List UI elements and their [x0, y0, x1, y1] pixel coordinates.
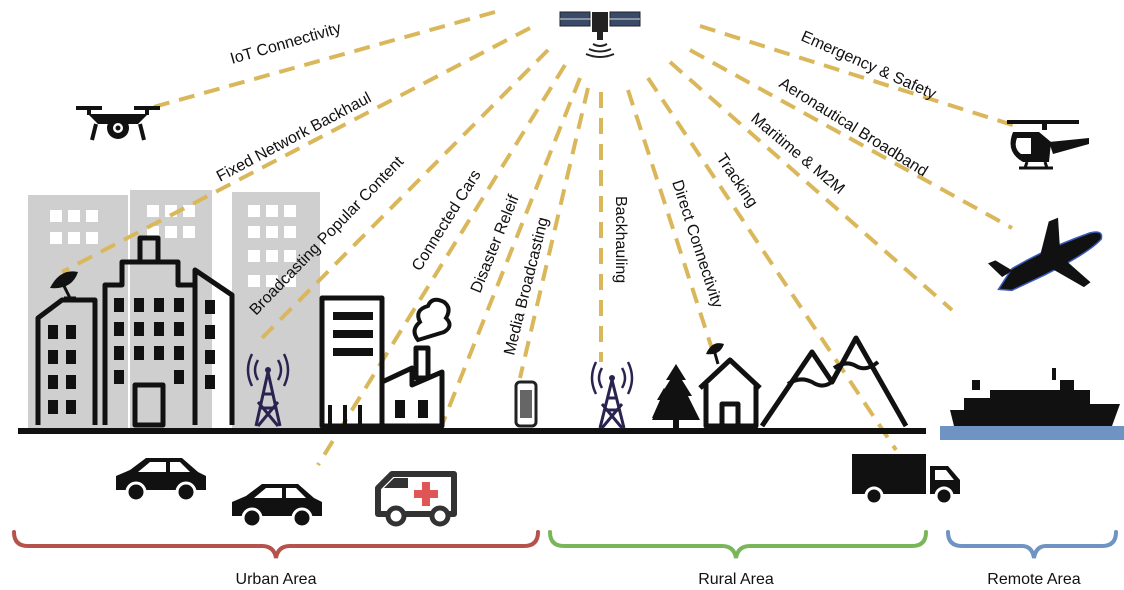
car-icon: [116, 458, 206, 503]
ambulance-icon: [375, 471, 457, 527]
beam-aeronautical: [689, 48, 1013, 230]
smartphone-icon: [514, 380, 538, 428]
mountains-icon: [759, 335, 909, 428]
rural-area-label: Rural Area: [698, 571, 774, 588]
urban-area-label: Urban Area: [236, 571, 317, 588]
ship-icon: [950, 368, 1120, 426]
beam-maritime: [668, 60, 954, 312]
label-backhauling: Backhauling: [612, 196, 629, 283]
cell-tower-icon: [246, 353, 290, 427]
drone-icon: [76, 106, 160, 141]
beam-fixed-backhaul: [61, 26, 531, 274]
beam-direct: [626, 89, 715, 353]
urban-area-brace: [12, 530, 540, 559]
area-braces: [12, 530, 1118, 559]
label-tracking: Tracking: [713, 151, 761, 211]
label-emergency-safety: Emergency & Safety: [798, 28, 938, 103]
background-buildings: [28, 190, 320, 430]
satellite-dish-icon: [50, 271, 78, 300]
rural-cell-tower-icon: [590, 361, 634, 429]
beams: [61, 10, 1023, 467]
beam-emergency: [699, 24, 1023, 130]
beam-tracking: [646, 76, 898, 452]
satellite-icon: [559, 11, 641, 58]
label-media-broadcasting: Media Broadcasting: [501, 216, 552, 357]
water: [940, 426, 1124, 440]
beam-broadcasting: [260, 48, 550, 340]
truck-icon: [852, 454, 960, 506]
rural-area-brace: [548, 530, 928, 559]
remote-area-brace: [946, 530, 1118, 559]
remote-area-label: Remote Area: [987, 571, 1080, 588]
beam-connected-cars: [316, 63, 567, 467]
beam-iot: [149, 10, 496, 110]
house-dish-icon: [706, 343, 724, 365]
label-connected-cars: Connected Cars: [409, 167, 485, 274]
car-icon: [232, 484, 322, 529]
helicopter-icon: [1007, 120, 1089, 170]
ground-line: [18, 428, 926, 434]
label-fixed-network-backhaul: Fixed Network Backhaul: [214, 90, 374, 186]
label-iot-connectivity: IoT Connectivity: [228, 20, 343, 68]
airplane-icon: [987, 217, 1103, 292]
trees-icon: [652, 364, 700, 428]
house-icon: [698, 343, 762, 429]
beam-media: [518, 87, 590, 379]
factory-icon: [319, 295, 452, 429]
office-building-icon: [35, 235, 235, 428]
beam-disaster: [438, 77, 582, 431]
